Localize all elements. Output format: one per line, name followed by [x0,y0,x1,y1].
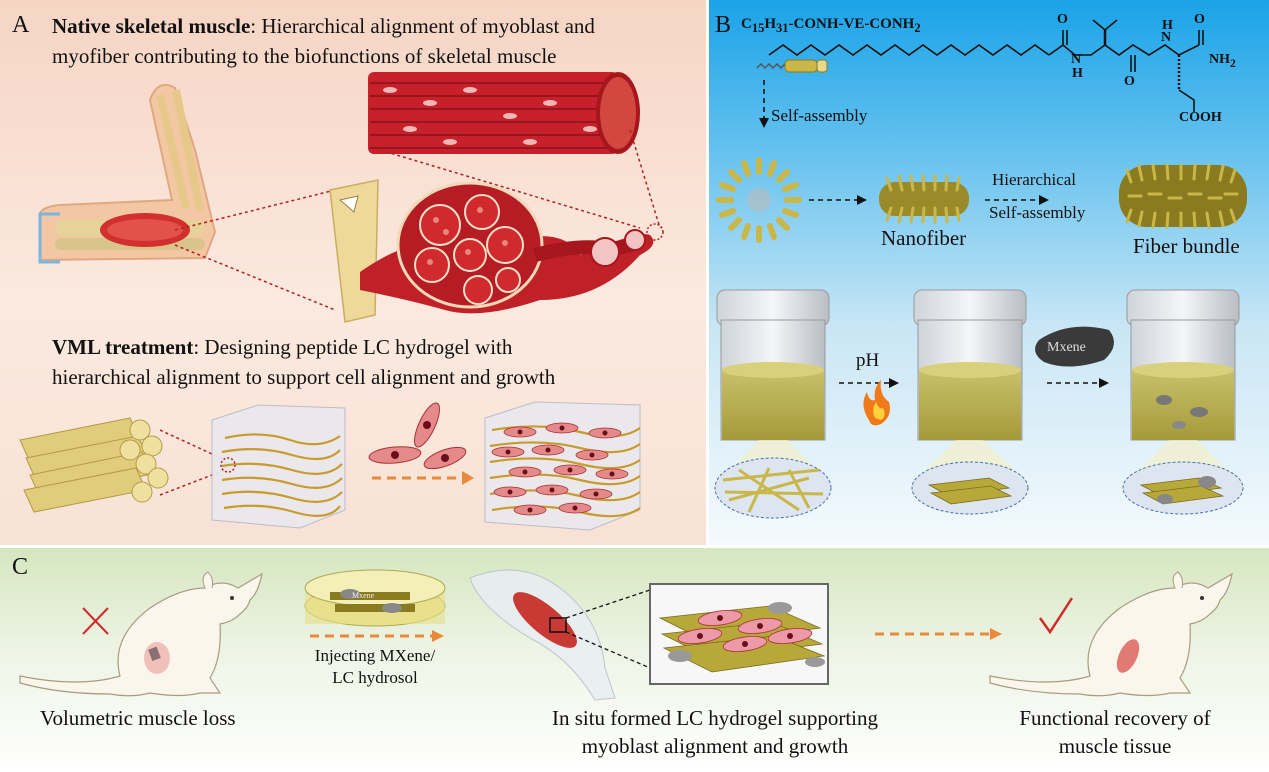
vial-3 [1122,289,1244,515]
vials-sequence [714,289,1244,519]
vml-heading-line2: hierarchical alignment to support cell a… [52,365,556,389]
peptide-amphiphile-molecule [756,59,828,128]
injecting-label-1: Injecting MXene/ [314,646,436,665]
formula-sub-15: 15 [751,21,765,35]
flame-icon [863,380,890,426]
muscle-cross-section [329,179,664,323]
cell-laden-hydrogel [484,401,641,531]
atom-n-2: N [1161,30,1172,45]
panel-a-letter: A [12,12,30,38]
functional-label-2: muscle tissue [1058,734,1172,758]
panel-a: A Native skeletal muscle: Hierarchical a… [0,0,706,545]
success-check-icon [1038,597,1074,635]
hydrogel-cube [211,404,346,529]
atom-cooh: COOH [1179,110,1222,125]
leg-muscle-injection-site [469,569,651,701]
myofiber-bundle [368,72,661,229]
formula-sub-2: 2 [914,21,921,35]
atom-nh2-sub: 2 [1230,56,1236,70]
atom-h-1: H [1072,66,1083,81]
vml-heading-line1: VML treatment: Designing peptide LC hydr… [52,333,512,361]
nanofiber [879,174,1049,224]
atom-o-1: O [1057,12,1068,27]
mxene-label: Mxene [1047,340,1086,355]
zoom-hydrogel-cells [649,583,829,685]
injecting-label-2: LC hydrosol [332,668,418,687]
atom-o-2: O [1124,74,1135,89]
native-heading-bold: Native skeletal muscle [52,14,251,38]
arm-illustration [38,84,336,311]
vial-2 [911,289,1029,515]
fiber-bundle [1119,163,1247,229]
self-assembly-label: Self-assembly [771,106,868,125]
rat-injured [19,571,263,697]
formula-h: H [764,16,777,32]
panel-b-letter: B [715,12,732,38]
mxene-flake-icon [1035,326,1114,367]
ph-label: pH [856,350,880,371]
vial-1 [714,289,832,519]
insitu-label-1: In situ formed LC hydrogel supporting [551,706,879,730]
vml-heading-rest: : Designing peptide LC hydrogel with [193,335,513,359]
insitu-label-2: myoblast alignment and growth [581,734,849,758]
formula-sub-31: 31 [776,21,789,35]
panel-c: C Volumetric muscle loss Mxene Inje [0,548,1269,772]
formula-c: C [741,16,752,32]
atom-h-2: H [1162,18,1173,33]
vml-heading-bold: VML treatment [52,335,194,359]
myoblast-cells [368,402,474,485]
native-heading-line1: Native skeletal muscle: Hierarchical ali… [52,12,595,40]
native-heading-rest: : Hierarchical alignment of myoblast and [250,14,595,38]
peptide-fiber-bundle [19,417,226,513]
failure-cross-icon [82,607,109,635]
native-heading-line2: myofiber contributing to the biofunction… [52,44,557,68]
atom-n-1: N [1071,52,1082,67]
peptide-structure [768,19,1204,112]
atom-o-3: O [1194,12,1205,27]
formula-rest: -CONH-VE-CONH [788,16,915,32]
rat-recovered [989,571,1233,697]
panel-b: B C15H31-CONH-VE-CONH2 O O O O N H N H N… [709,0,1269,545]
micelle [716,157,867,243]
panel-c-letter: C [12,554,29,580]
nanofiber-label: Nanofiber [881,226,967,250]
atom-nh2: NH2 [1209,52,1236,70]
hierarchical-label-1: Hierarchical [992,170,1076,189]
recovery-arrow [875,628,1002,640]
fiber-bundle-label: Fiber bundle [1133,234,1240,258]
mxene-hydrosol-dish [304,569,446,642]
hierarchical-label-2: Self-assembly [989,203,1086,222]
functional-label-1: Functional recovery of [1019,706,1211,730]
mxene-tag: Mxene [352,591,375,600]
atom-nh2-main: NH [1209,52,1230,67]
volumetric-loss-label: Volumetric muscle loss [40,706,236,730]
peptide-formula: C15H31-CONH-VE-CONH2 [741,16,921,36]
